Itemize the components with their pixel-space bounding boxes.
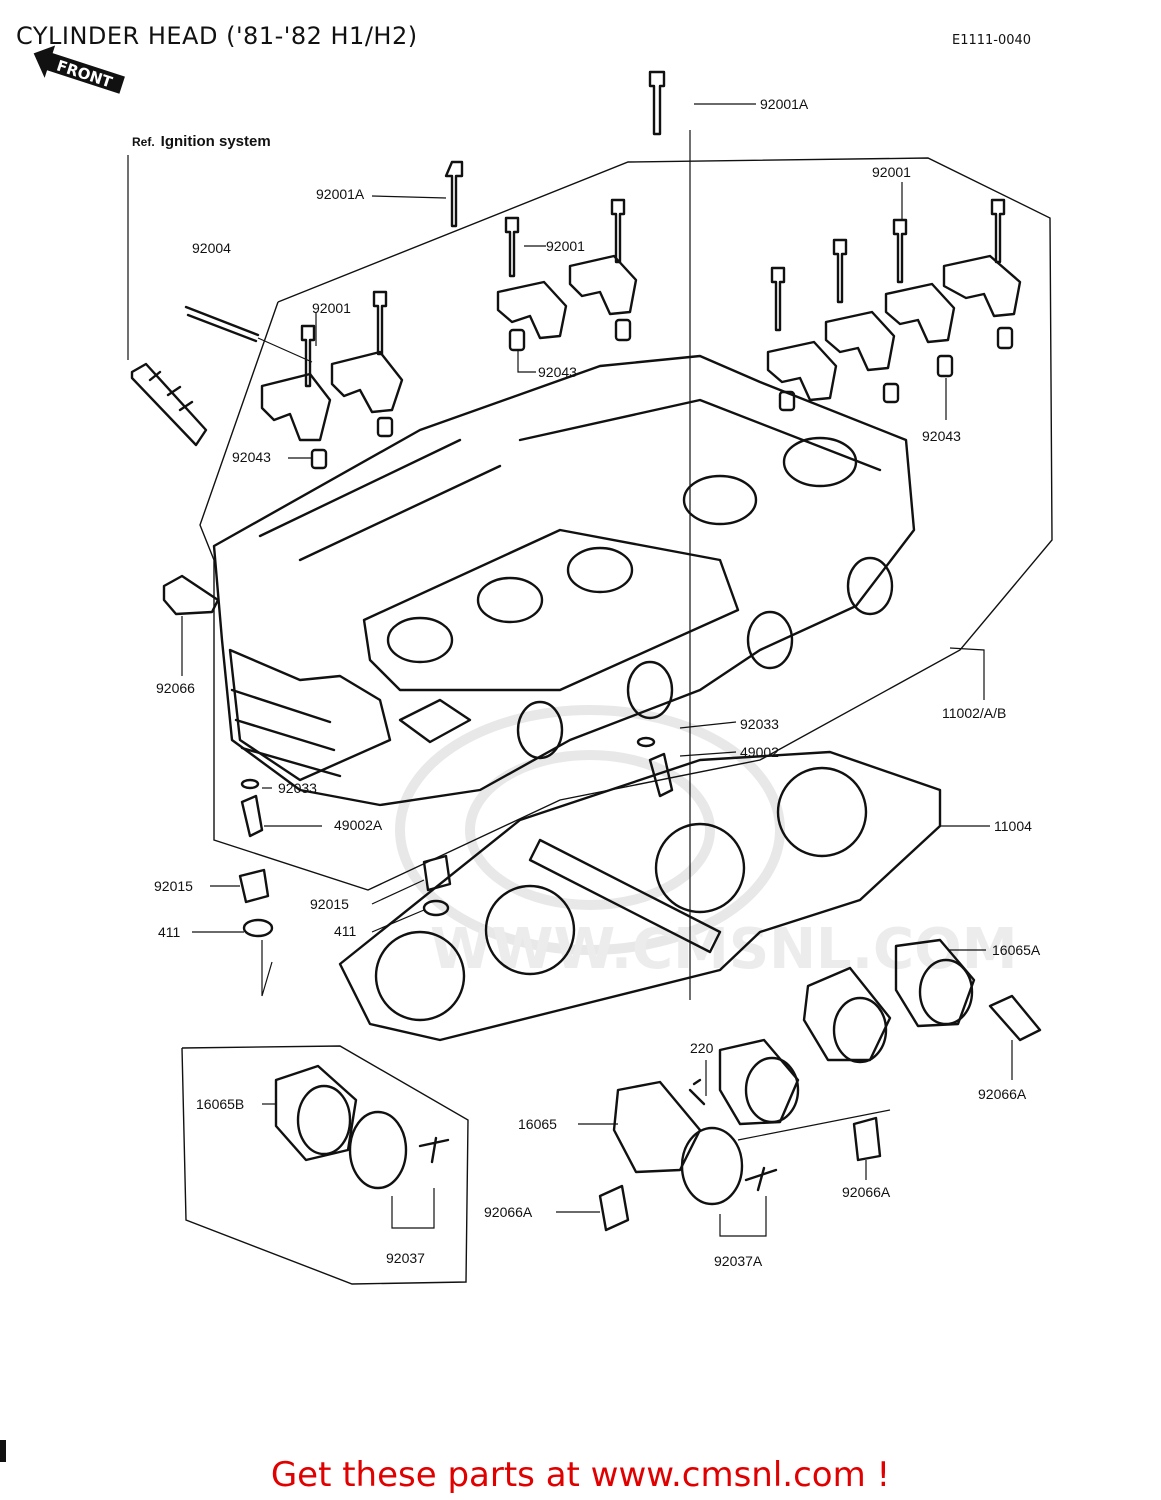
watermark-text: WWW.CMSNL.COM bbox=[430, 917, 1017, 982]
callout-92043-right: 92043 bbox=[922, 428, 961, 444]
inset-box bbox=[181, 1045, 469, 1285]
callout-92037: 92037 bbox=[386, 1250, 425, 1266]
plug-92066-part bbox=[162, 574, 220, 616]
callout-92066a-bottom: 92066A bbox=[842, 1184, 891, 1200]
stud-92004-part bbox=[184, 305, 313, 363]
callout-16065b: 16065B bbox=[196, 1096, 245, 1112]
ref-prefix: Ref. bbox=[132, 135, 155, 149]
intake-holders-part bbox=[598, 938, 1042, 1232]
callout-92037a: 92037A bbox=[714, 1253, 763, 1269]
watermark-logo: WWW.CMSNL.COM bbox=[395, 705, 1017, 982]
head-gasket-part bbox=[338, 750, 942, 1042]
callout-411-center: 411 bbox=[334, 923, 357, 939]
page-edge-mark bbox=[0, 1440, 6, 1462]
camshaft-caps-part bbox=[260, 254, 1022, 442]
footer-cta-link[interactable]: Get these parts at www.cmsnl.com ! bbox=[270, 1455, 891, 1495]
callout-92004: 92004 bbox=[192, 240, 231, 256]
diagram-title: CYLINDER HEAD ('81-'82 H1/H2) bbox=[16, 22, 418, 50]
diagram-code: E1111-0040 bbox=[952, 33, 1032, 48]
callout-16065: 16065 bbox=[518, 1116, 557, 1132]
callout-92001a-left: 92001A bbox=[316, 186, 365, 202]
bolts-part bbox=[300, 70, 1006, 388]
caps-washers-part bbox=[238, 854, 452, 938]
cylinder-head-part bbox=[212, 354, 916, 807]
dowel-pins-part bbox=[310, 318, 1014, 470]
callout-92001-center: 92001 bbox=[546, 238, 585, 254]
leader-lines bbox=[181, 103, 1013, 1237]
callout-92001-left: 92001 bbox=[312, 300, 351, 316]
callout-92015-left: 92015 bbox=[154, 878, 193, 894]
callout-92066a-right: 92066A bbox=[978, 1086, 1027, 1102]
svg-text:FRONT: FRONT bbox=[54, 57, 115, 92]
callout-16065a: 16065A bbox=[992, 942, 1041, 958]
callout-92001-right: 92001 bbox=[872, 164, 911, 180]
spark-plug-part bbox=[130, 362, 208, 447]
callout-92043-left: 92043 bbox=[232, 449, 271, 465]
front-arrow-icon: FRONT bbox=[33, 45, 125, 94]
callout-11002: 11002/A/B bbox=[942, 705, 1007, 721]
callout-49002a: 49002A bbox=[334, 817, 383, 833]
ref-text: Ignition system bbox=[160, 133, 271, 150]
callout-411-left: 411 bbox=[158, 924, 181, 940]
callout-92033-left: 92033 bbox=[278, 780, 317, 796]
callout-92033-right: 92033 bbox=[740, 716, 779, 732]
callout-92043-center: 92043 bbox=[538, 364, 577, 380]
valve-guides-part bbox=[240, 736, 674, 838]
callout-92001a-top: 92001A bbox=[760, 96, 809, 112]
callout-49002: 49002 bbox=[740, 744, 779, 760]
callout-92066a-left: 92066A bbox=[484, 1204, 533, 1220]
callout-220: 220 bbox=[690, 1040, 714, 1056]
callout-92066: 92066 bbox=[156, 680, 195, 696]
callout-92015-center: 92015 bbox=[310, 896, 349, 912]
ref-note: Ref. Ignition system bbox=[132, 133, 271, 150]
callout-11004: 11004 bbox=[994, 818, 1032, 834]
